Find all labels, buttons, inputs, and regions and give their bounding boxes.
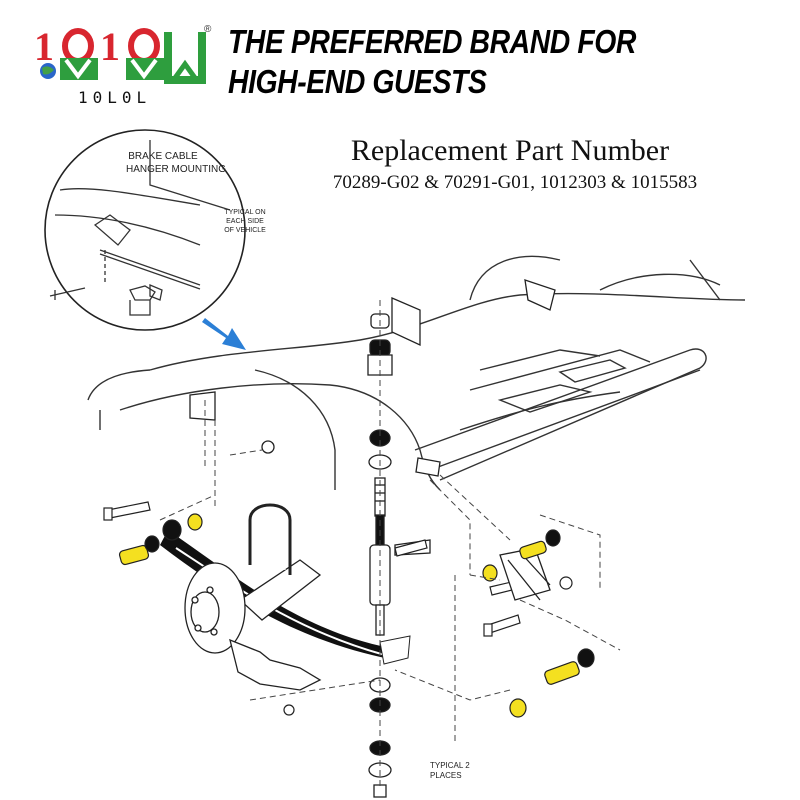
brake-cable-inset: BRAKE CABLE HANGER MOUNTING TYPICAL ON E…	[44, 129, 266, 331]
logo-text: 10L0L	[78, 88, 152, 107]
inset-note-line3: OF VEHICLE	[224, 227, 266, 234]
bushing-yellow	[519, 540, 547, 560]
assembly-lines	[159, 300, 621, 790]
frame-brackets	[189, 279, 556, 477]
brand-logo: 1 1 ®	[30, 18, 215, 113]
part-numbers: 70289-G02 & 70291-G01, 1012303 & 1015583	[332, 172, 698, 193]
bushings	[118, 513, 595, 718]
bushing-yellow	[118, 544, 150, 566]
typical-label-line2: PLACES	[430, 771, 462, 780]
inset-note-line1: TYPICAL ON	[224, 209, 265, 216]
vehicle-frame	[87, 255, 746, 491]
svg-text:1: 1	[100, 24, 120, 69]
inset-title-line1: BRAKE CABLE	[128, 151, 198, 162]
typical-label-line1: TYPICAL 2	[430, 761, 470, 770]
svg-text:1: 1	[34, 24, 54, 69]
logo-mark: 1 1 ®	[34, 24, 212, 84]
inset-title-line2: HANGER MOUNTING	[126, 164, 226, 175]
bushing-yellow	[544, 661, 580, 685]
axle-hub	[184, 503, 322, 691]
registered-mark: ®	[204, 24, 212, 35]
inset-note-line2: EACH SIDE	[226, 218, 264, 225]
brand-slogan: THE PREFERRED BRAND FOR HIGH-END GUESTS	[228, 23, 636, 100]
replacement-title: Replacement Part Number	[350, 134, 670, 167]
pointer-arrow-icon	[202, 318, 246, 350]
